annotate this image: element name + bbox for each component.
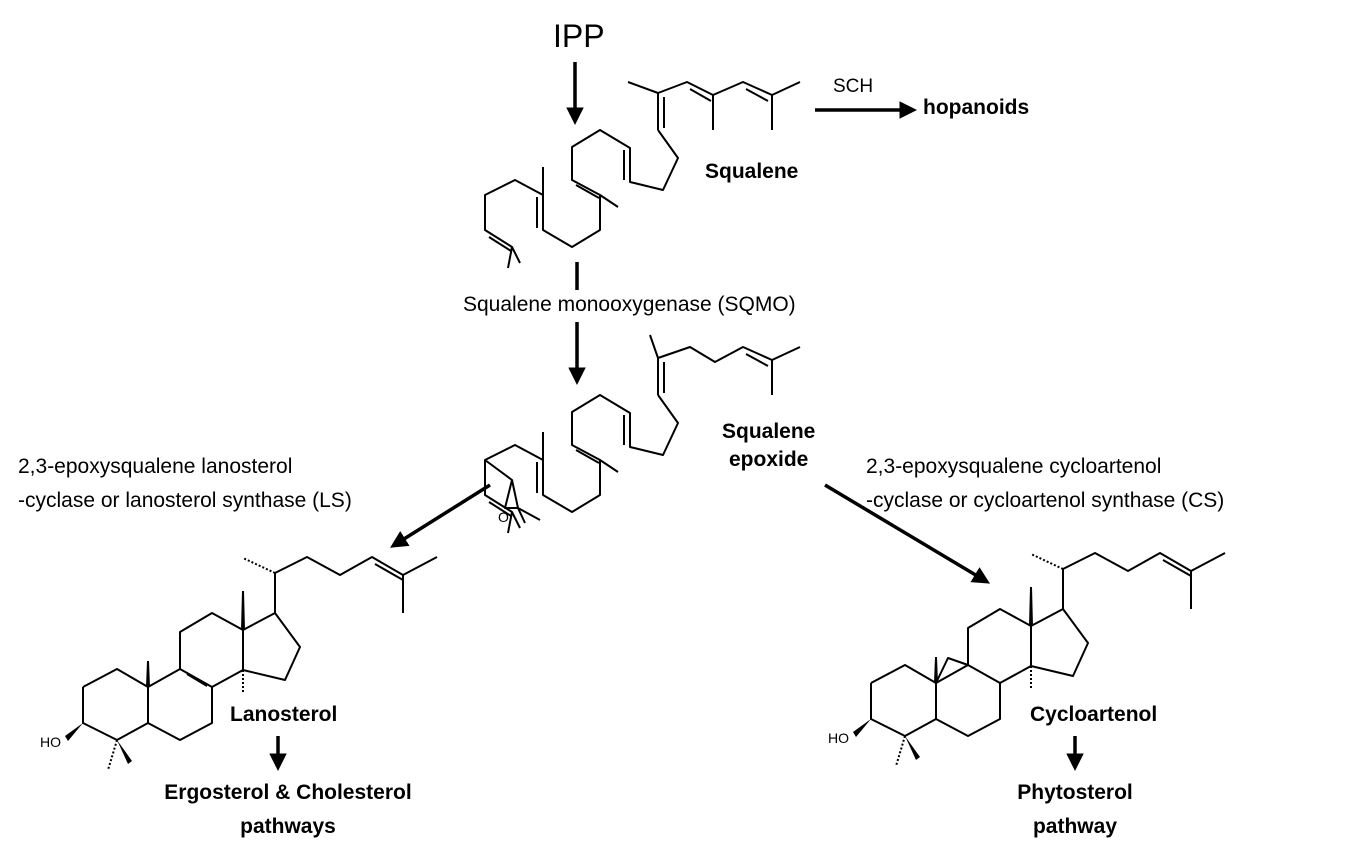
lanosterol-structure [64, 556, 438, 771]
phytosterol-label: Phytosterol pathway [1005, 776, 1145, 844]
squalene-epoxide-structure [484, 334, 801, 534]
ergosterol-line1: Ergosterol & Cholesterol [164, 781, 412, 804]
ls-label: 2,3-epoxysqualene lanosterol -cyclase or… [18, 450, 352, 518]
cycloartenol-ho: HO [828, 730, 849, 746]
ergosterol-line2: pathways [240, 815, 336, 838]
lanosterol-label: Lanosterol [230, 703, 338, 726]
cs-arrow [824, 483, 991, 584]
hopanoids-label: hopanoids [923, 96, 1030, 119]
cs-line2: -cyclase or cycloartenol synthase (CS) [866, 489, 1225, 512]
ergosterol-cholesterol-label: Ergosterol & Cholesterol pathways [140, 776, 436, 844]
lanosterol-ho: HO [40, 734, 61, 750]
sqmo-label: Squalene monooxygenase (SQMO) [463, 293, 796, 316]
ls-line2: -cyclase or lanosterol synthase (LS) [18, 489, 352, 512]
sch-label: SCH [833, 76, 874, 97]
epoxide-line2: epoxide [729, 448, 809, 471]
ls-arrow [390, 483, 491, 548]
phytosterol-line2: pathway [1032, 815, 1118, 838]
squalene-label: Squalene [705, 160, 799, 183]
ls-line1: 2,3-epoxysqualene lanosterol [18, 455, 293, 478]
phytosterol-line1: Phytosterol [1017, 781, 1133, 804]
epoxide-ring: O [484, 459, 541, 525]
epoxide-line1: Squalene [722, 420, 816, 443]
svg-text:O: O [498, 509, 509, 525]
cycloartenol-label: Cycloartenol [1030, 703, 1158, 726]
cs-label: 2,3-epoxysqualene cycloartenol -cyclase … [866, 450, 1224, 518]
cs-line1: 2,3-epoxysqualene cycloartenol [866, 455, 1162, 478]
squalene-structure [484, 81, 801, 269]
cycloartenol-structure [852, 552, 1226, 767]
ipp-label: IPP [553, 18, 605, 54]
squalene-epoxide-label: Squalene epoxide [722, 418, 815, 474]
